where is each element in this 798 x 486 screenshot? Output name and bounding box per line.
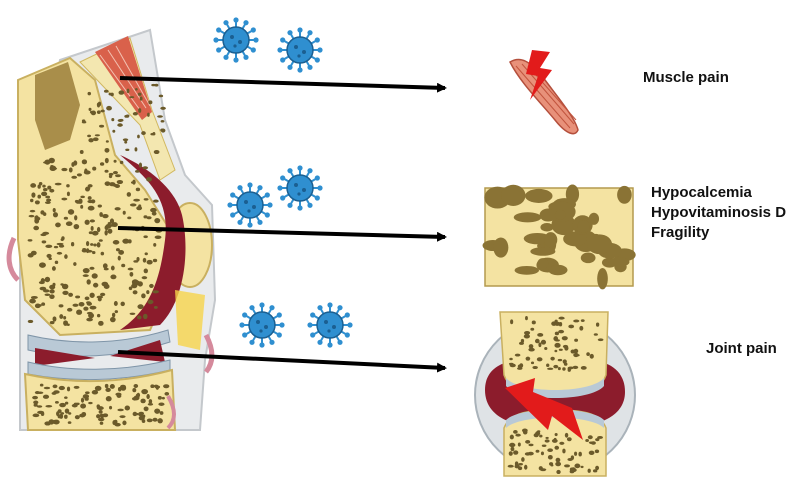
label-bone-effects: Hypocalcemia Hypovitaminosis D Fragility [651,183,786,243]
label-joint-pain: Joint pain [706,339,777,359]
virus-icon [213,17,258,62]
label-hypovitaminosis-d: Hypovitaminosis D [651,203,786,223]
virus-icon [239,302,284,347]
virus-icon [307,302,352,347]
virus-icon [277,165,322,210]
label-hypocalcemia: Hypocalcemia [651,183,786,203]
joint-closeup-icon [475,312,635,476]
label-fragility: Fragility [651,223,786,243]
virus-icon [277,27,322,72]
arrow-to-muscle [120,78,445,88]
label-muscle-pain: Muscle pain [643,68,729,88]
virus-icon [227,182,272,227]
trabecular-bone-icon [483,185,636,290]
